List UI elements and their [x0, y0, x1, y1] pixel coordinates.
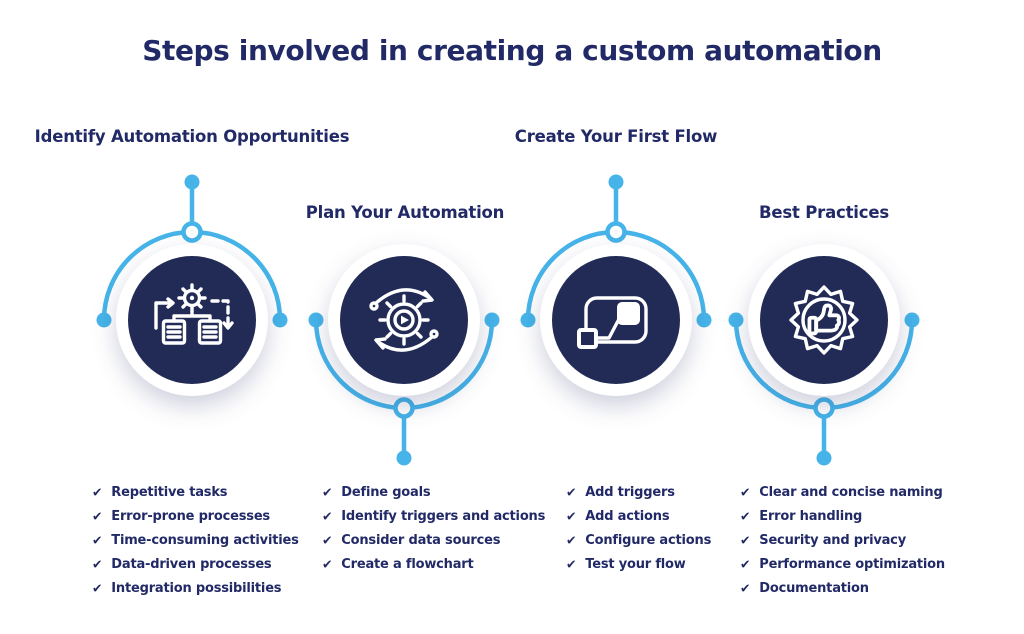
- step-4-graphic: [728, 244, 920, 466]
- page-title: Steps involved in creating a custom auto…: [142, 34, 882, 67]
- list-item: ✔ Integration possibilities: [92, 576, 299, 600]
- navy-disc: [552, 256, 680, 384]
- list-item-label: Error-prone processes: [111, 508, 270, 524]
- list-item-label: Documentation: [759, 580, 869, 596]
- list-item-label: Time-consuming activities: [111, 532, 299, 548]
- check-icon: ✔: [92, 508, 103, 523]
- step-heading-2: Plan Your Automation: [305, 203, 505, 222]
- list-item-label: Clear and concise naming: [759, 484, 943, 500]
- list-item: ✔ Clear and concise naming: [740, 480, 945, 504]
- list-item: ✔ Define goals: [322, 480, 545, 504]
- check-icon: ✔: [322, 532, 333, 547]
- list-item: ✔ Test your flow: [566, 552, 711, 576]
- list-item-label: Consider data sources: [341, 532, 501, 548]
- check-icon: ✔: [740, 556, 751, 571]
- stem-end-dot: [608, 174, 624, 190]
- check-icon: ✔: [322, 556, 333, 571]
- list-item: ✔ Data-driven processes: [92, 552, 299, 576]
- check-icon: ✔: [92, 556, 103, 571]
- check-icon: ✔: [92, 484, 103, 499]
- list-item: ✔ Add actions: [566, 504, 711, 528]
- arc-end-dot: [520, 312, 536, 328]
- list-item: ✔ Performance optimization: [740, 552, 945, 576]
- list-item: ✔ Identify triggers and actions: [322, 504, 545, 528]
- list-item-label: Security and privacy: [759, 532, 906, 548]
- arc-end-dot: [308, 312, 324, 328]
- check-icon: ✔: [322, 508, 333, 523]
- arc-end-dot: [728, 312, 744, 328]
- check-icon: ✔: [740, 484, 751, 499]
- check-icon: ✔: [740, 508, 751, 523]
- stem-end-dot: [184, 174, 200, 190]
- list-item-label: Test your flow: [585, 556, 686, 572]
- stem-end-dot: [396, 450, 412, 466]
- list-item: ✔ Documentation: [740, 576, 945, 600]
- navy-disc: [760, 256, 888, 384]
- list-item-label: Repetitive tasks: [111, 484, 228, 500]
- list-item: ✔ Error handling: [740, 504, 945, 528]
- step-3-list: ✔ Add triggers ✔ Add actions ✔ Configure ac…: [566, 480, 711, 576]
- arc-end-dot: [904, 312, 920, 328]
- step-heading-3: Create Your First Flow: [514, 127, 718, 146]
- list-item-label: Add actions: [585, 508, 670, 524]
- list-item: ✔ Repetitive tasks: [92, 480, 299, 504]
- list-item: ✔ Error-prone processes: [92, 504, 299, 528]
- list-item: ✔ Time-consuming activities: [92, 528, 299, 552]
- list-item: ✔ Configure actions: [566, 528, 711, 552]
- arc-joint-ring: [181, 221, 203, 243]
- stem-end-dot: [816, 450, 832, 466]
- arc-joint-ring: [393, 397, 415, 419]
- power-automate-icon: [577, 296, 648, 349]
- arc-end-dot: [96, 312, 112, 328]
- list-item-label: Performance optimization: [759, 556, 945, 572]
- check-icon: ✔: [566, 508, 577, 523]
- arc-joint-ring: [605, 221, 627, 243]
- step-4-list: ✔ Clear and concise naming ✔ Error handlin…: [740, 480, 945, 600]
- thumbs-up-badge-icon: [789, 285, 859, 355]
- list-item-label: Identify triggers and actions: [341, 508, 546, 524]
- list-item-label: Define goals: [341, 484, 431, 500]
- check-icon: ✔: [92, 580, 103, 595]
- list-item-label: Configure actions: [585, 532, 712, 548]
- arc-end-dot: [484, 312, 500, 328]
- check-icon: ✔: [322, 484, 333, 499]
- step-3-graphic: [520, 174, 712, 396]
- check-icon: ✔: [740, 532, 751, 547]
- gear-play-cycle-icon: [369, 288, 439, 352]
- list-item: ✔ Add triggers: [566, 480, 711, 504]
- list-item-label: Error handling: [759, 508, 863, 524]
- check-icon: ✔: [740, 580, 751, 595]
- arc-joint-ring: [813, 397, 835, 419]
- list-item-label: Integration possibilities: [111, 580, 282, 596]
- list-item-label: Data-driven processes: [111, 556, 272, 572]
- list-item: ✔ Consider data sources: [322, 528, 545, 552]
- step-1-graphic: [96, 174, 288, 396]
- list-item: ✔ Create a flowchart: [322, 552, 545, 576]
- check-icon: ✔: [92, 532, 103, 547]
- check-icon: ✔: [566, 532, 577, 547]
- navy-disc: [128, 256, 256, 384]
- step-heading-4: Best Practices: [759, 203, 889, 222]
- step-1-list: ✔ Repetitive tasks ✔ Error-prone processes…: [92, 480, 299, 600]
- process-gear-documents-icon: [154, 283, 234, 345]
- check-icon: ✔: [566, 484, 577, 499]
- list-item-label: Add triggers: [585, 484, 675, 500]
- check-icon: ✔: [566, 556, 577, 571]
- list-item-label: Create a flowchart: [341, 556, 474, 572]
- step-heading-1: Identify Automation Opportunities: [34, 127, 350, 146]
- arc-end-dot: [696, 312, 712, 328]
- list-item: ✔ Security and privacy: [740, 528, 945, 552]
- step-2-graphic: [308, 244, 500, 466]
- step-2-list: ✔ Define goals ✔ Identify triggers and act…: [322, 480, 545, 576]
- arc-end-dot: [272, 312, 288, 328]
